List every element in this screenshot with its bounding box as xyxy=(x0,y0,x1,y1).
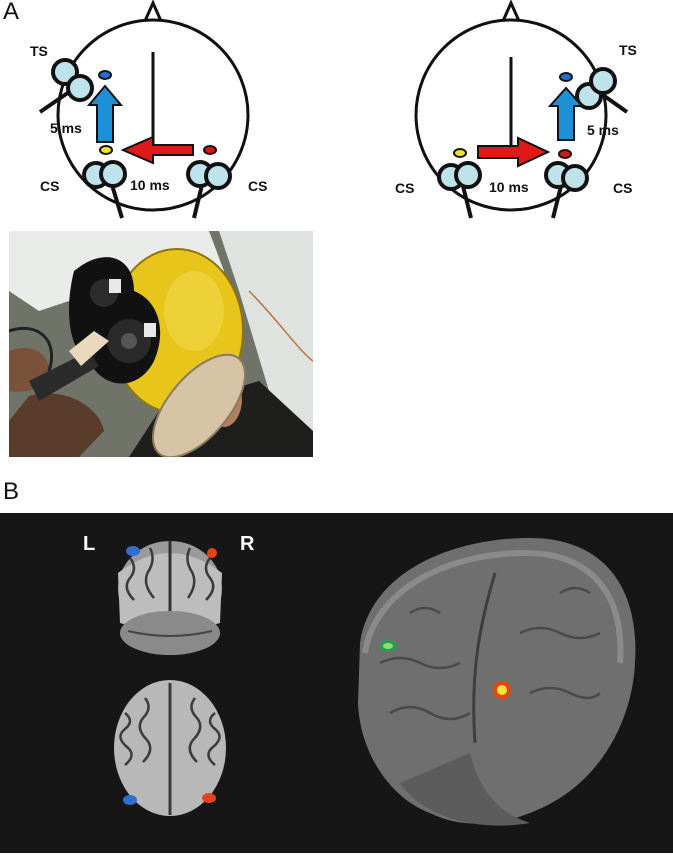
cs-left-label: CS xyxy=(40,178,59,194)
left-marker: L xyxy=(83,533,95,555)
brain-3d-render xyxy=(358,538,636,826)
cs-delay-label: 10 ms xyxy=(130,177,170,193)
ts-arrow-icon xyxy=(86,84,124,143)
right-marker: R xyxy=(240,533,255,555)
coronal-slice xyxy=(118,541,222,655)
ts-arrow-icon xyxy=(547,86,585,141)
ts-target-dot xyxy=(559,72,573,82)
ts-target-dot xyxy=(98,70,112,80)
ts-coil-icon xyxy=(575,67,629,114)
head-outline xyxy=(56,18,250,212)
head-outline xyxy=(414,18,608,212)
red-dot xyxy=(203,145,217,155)
cs-coil-right-icon xyxy=(186,160,232,219)
yellow-dot xyxy=(453,148,467,158)
ts-label: TS xyxy=(30,43,48,59)
panel-a-label: A xyxy=(3,0,20,25)
cs-left-label: CS xyxy=(395,180,414,196)
left-stimulation-diagram: TS 5 ms 10 ms CS CS xyxy=(30,0,267,219)
ts-delay-label: 5 ms xyxy=(50,120,82,136)
ts-label: TS xyxy=(619,42,637,58)
cs-coil-right-icon xyxy=(544,161,589,219)
cs-delay-label: 10 ms xyxy=(489,179,529,195)
cs-coil-left-icon xyxy=(437,161,482,219)
ts-delay-label: 5 ms xyxy=(587,122,619,138)
nose xyxy=(143,0,163,22)
cs-right-label: CS xyxy=(613,180,632,196)
cs-arrow-icon xyxy=(477,136,551,168)
experiment-photo xyxy=(9,231,313,457)
axial-slice xyxy=(114,680,226,816)
ts-coil-icon xyxy=(38,58,94,114)
right-stimulation-diagram: TS 5 ms 10 ms CS CS xyxy=(395,0,637,219)
cs-coil-left-icon xyxy=(82,160,127,219)
nose xyxy=(501,0,521,22)
cs-arrow-icon xyxy=(120,135,194,165)
panel-b-label: B xyxy=(3,478,20,505)
red-dot xyxy=(558,149,572,159)
yellow-dot xyxy=(99,145,113,155)
cs-right-label: CS xyxy=(248,178,267,194)
brain-imaging-panel: L R xyxy=(0,513,673,853)
